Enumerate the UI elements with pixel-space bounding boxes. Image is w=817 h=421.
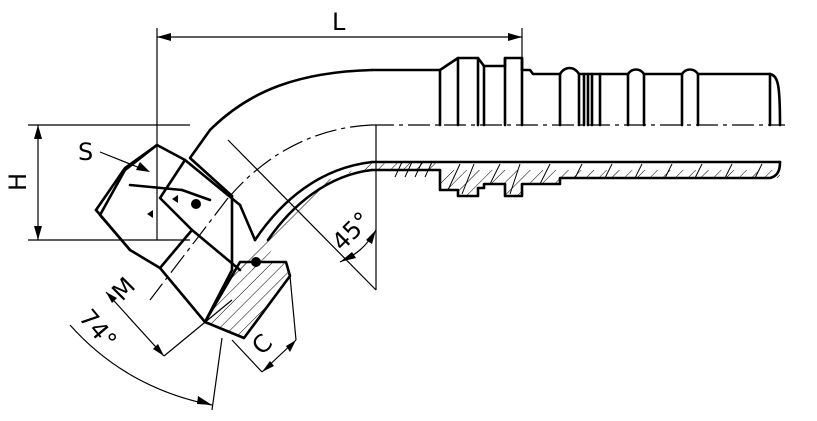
seal-point-lower <box>251 257 261 267</box>
dimension-h-label: H <box>4 173 32 191</box>
fitting-body <box>183 125 377 291</box>
threaded-end <box>203 257 292 340</box>
dimension-angle-seat: 74° <box>69 304 223 411</box>
dimension-h: H <box>4 124 190 241</box>
section-hatched <box>240 160 782 270</box>
centerline <box>149 124 785 301</box>
dimension-angle-seat-label: 74° <box>73 304 122 355</box>
hose-tail <box>208 56 782 132</box>
dimension-l: L <box>156 8 523 240</box>
dimension-c-label: C <box>246 329 278 361</box>
dimension-s: S <box>78 138 150 172</box>
swivel-nut <box>94 143 242 324</box>
dimension-l-label: L <box>332 8 346 36</box>
dimension-angle-bend: 45° <box>326 206 377 263</box>
dimension-angle-bend-label: 45° <box>326 206 376 256</box>
seal-point-upper <box>191 199 201 209</box>
dimension-s-label: S <box>78 138 93 166</box>
